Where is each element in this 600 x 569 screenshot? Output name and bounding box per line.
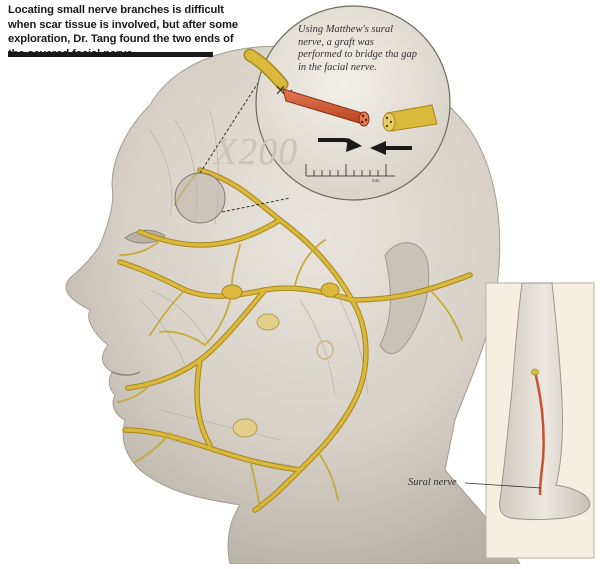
- scale-label: mm: [372, 178, 380, 183]
- leg-inset: [464, 282, 595, 559]
- sural-leader-line: [464, 482, 542, 489]
- caption-divider: [8, 52, 213, 57]
- ear: [379, 242, 430, 355]
- leg-shape: [499, 282, 591, 520]
- arrow-left-icon: [370, 141, 412, 155]
- facial-nerve: [117, 167, 473, 513]
- callout-bubble: [243, 5, 451, 201]
- magnify-target: [174, 172, 226, 224]
- distal-nerve-end: [382, 104, 438, 132]
- sural-nerve-label: Sural nerve: [408, 477, 457, 488]
- scale-ruler: [305, 164, 395, 177]
- sural-graft: [282, 88, 370, 127]
- callout-text: Using Matthew's sural nerve, a graft was…: [298, 24, 417, 73]
- magnify-leader-top: [199, 71, 266, 174]
- arrow-right-icon: [318, 138, 362, 152]
- sural-nerve-line: [533, 371, 545, 496]
- muscle-shading: [139, 109, 369, 466]
- magnify-leader-bottom: [221, 197, 291, 213]
- mouth: [111, 371, 141, 376]
- magnification-label: X200: [214, 131, 299, 173]
